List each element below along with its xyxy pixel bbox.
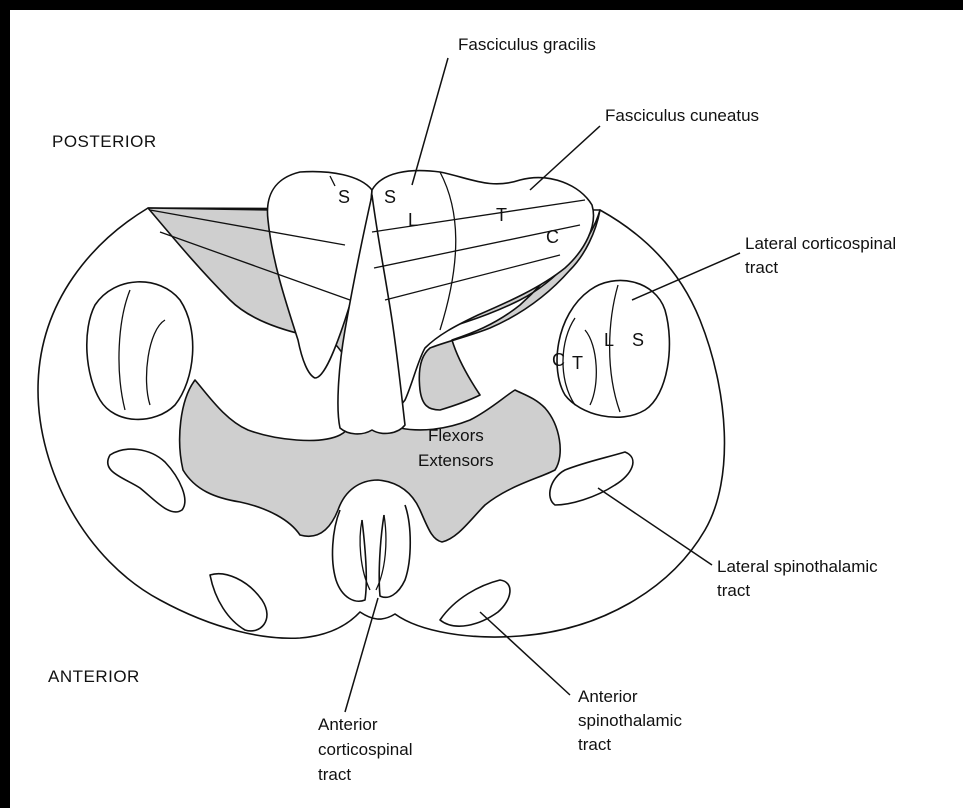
label-lateral-corticospinal-line2: tract [745, 258, 778, 277]
label-fasciculus-cuneatus: Fasciculus cuneatus [605, 106, 759, 125]
label-anterior-spinothalamic-line1: Anterior [578, 687, 638, 706]
right-lateral-spinothalamic [550, 452, 633, 505]
label-anterior-corticospinal-line3: tract [318, 765, 351, 784]
segment-gracilis-right-s: S [384, 187, 396, 207]
label-lateral-spinothalamic-line1: Lateral spinothalamic [717, 557, 878, 576]
left-lateral-corticospinal-inner-1 [119, 290, 130, 410]
segment-cuneatus-t: T [496, 205, 507, 225]
leader-anterior-corticospinal [345, 598, 378, 712]
anterior-fissure-right [379, 505, 410, 597]
segment-cuneatus-c: C [546, 227, 559, 247]
segment-gracilis-right-l: L [408, 210, 418, 230]
left-anterior-spinothalamic [210, 574, 267, 631]
label-lateral-spinothalamic-line2: tract [717, 581, 750, 600]
left-lateral-spinothalamic [108, 449, 185, 512]
leader-lateral-spinothalamic [598, 488, 712, 565]
label-anterior-spinothalamic-line2: spinothalamic [578, 711, 682, 730]
segment-gracilis-left-s: S [338, 187, 350, 207]
left-lateral-corticospinal-inner-2 [146, 320, 165, 405]
label-fasciculus-gracilis: Fasciculus gracilis [458, 35, 596, 54]
segment-corticospinal-s: S [632, 330, 644, 350]
label-anterior-spinothalamic-line3: tract [578, 735, 611, 754]
leader-anterior-spinothalamic [480, 612, 570, 695]
leader-fasciculus-cuneatus [530, 126, 600, 190]
segment-corticospinal-l: L [604, 330, 614, 350]
label-lateral-corticospinal-line1: Lateral corticospinal [745, 234, 896, 253]
fasciculus-right [371, 171, 593, 407]
label-anterior-corticospinal-line2: corticospinal [318, 740, 413, 759]
segment-corticospinal-t: T [572, 353, 583, 373]
label-anterior-corticospinal-line1: Anterior [318, 715, 378, 734]
label-anterior: ANTERIOR [48, 667, 140, 686]
segment-corticospinal-c: C [552, 350, 565, 370]
label-posterior: POSTERIOR [52, 132, 157, 151]
label-flexors: Flexors [428, 426, 484, 445]
left-lateral-corticospinal [87, 282, 193, 420]
anterior-corticospinal-right [376, 515, 386, 590]
right-lateral-corticospinal-inner-3 [585, 330, 596, 405]
right-anterior-spinothalamic [440, 580, 510, 626]
label-extensors: Extensors [418, 451, 494, 470]
leader-fasciculus-gracilis [412, 58, 448, 185]
